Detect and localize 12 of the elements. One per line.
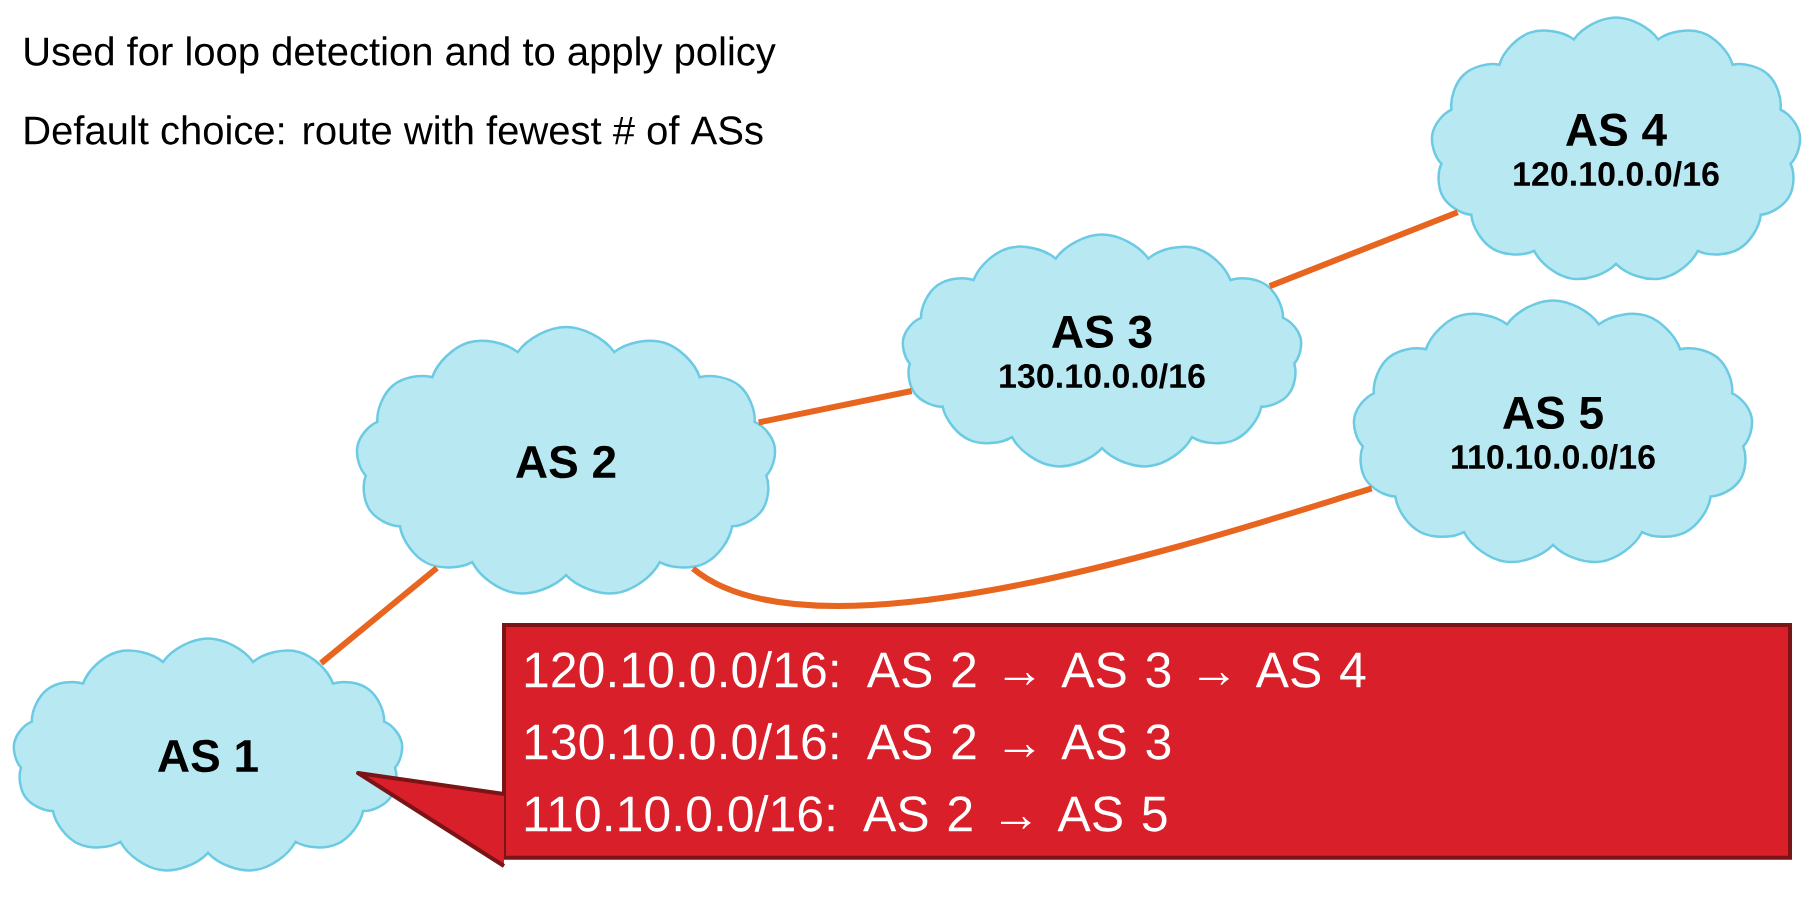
link-line bbox=[691, 485, 1373, 609]
link-line bbox=[319, 565, 439, 666]
cloud: AS 4 120.10.0.0/16 bbox=[1430, 16, 1802, 281]
cloud: AS 3 130.10.0.0/16 bbox=[901, 233, 1303, 468]
link-line bbox=[758, 388, 913, 426]
heading-text: Default choice: route with fewest # of ASs bbox=[25, 115, 763, 145]
cloud: AS 1 bbox=[12, 637, 404, 872]
link-line bbox=[1268, 209, 1459, 289]
cloud: AS 2 bbox=[355, 325, 777, 595]
heading-text: Used for loop detection and to apply policy bbox=[25, 36, 776, 74]
callout-box: 120.10.0.0/16: AS 2 → AS 3 → AS 4 130.10.0.0/16: AS 2 → AS 3 110.10.0.0/16: AS 2 → AS 5 bbox=[356, 623, 1792, 868]
cloud: AS 5 110.10.0.0/16 bbox=[1352, 299, 1754, 564]
